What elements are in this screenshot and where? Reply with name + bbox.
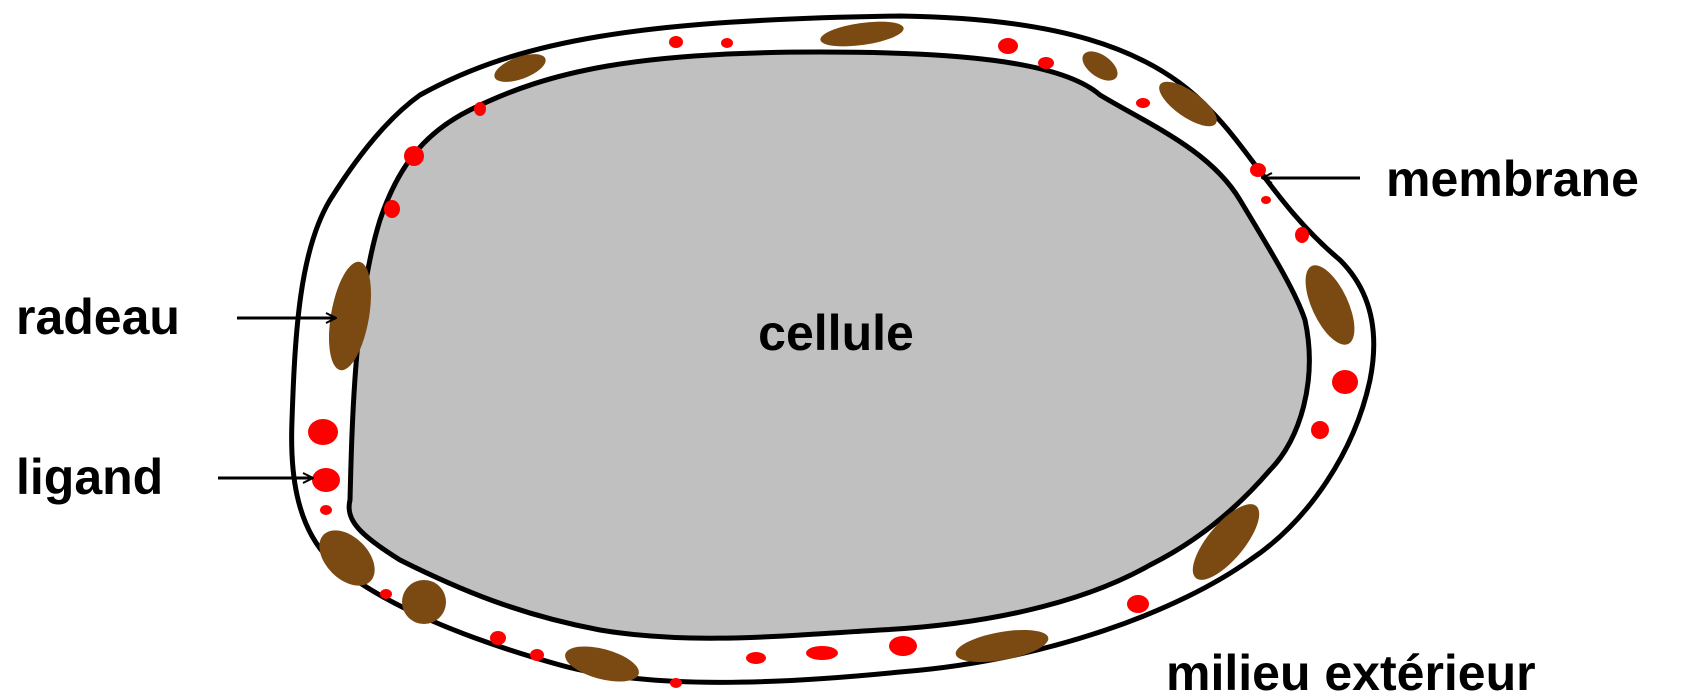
ligand-dot: [474, 102, 486, 116]
ligand-dot: [490, 631, 506, 645]
outside-medium-label: milieu extérieur: [1166, 645, 1536, 697]
ligand-dot: [1261, 196, 1271, 204]
ligand-dot: [1038, 57, 1054, 69]
ligand-dot: [1295, 227, 1309, 243]
ligand-dot: [1127, 595, 1149, 613]
ligand-dot: [380, 589, 392, 599]
ligand-dot: [721, 38, 733, 48]
membrane-label: membrane: [1386, 151, 1639, 207]
ligand-dot: [384, 200, 400, 218]
ligand-dot: [1311, 421, 1329, 439]
ligand-dot: [889, 636, 917, 656]
ligand-dot: [404, 146, 424, 166]
ligand-dot: [312, 468, 340, 492]
ligand-dot: [308, 419, 338, 445]
ligand-dot: [669, 36, 683, 48]
ligand-dot: [746, 652, 766, 664]
ligand-label: ligand: [16, 449, 163, 505]
raft: [402, 580, 446, 624]
ligand-dot: [320, 505, 332, 515]
ligand-dot: [670, 678, 682, 688]
ligand-dot: [806, 646, 838, 660]
ligand-dot: [1332, 370, 1358, 394]
ligand-dot: [1136, 98, 1150, 108]
ligand-dot: [1250, 163, 1266, 177]
raft-label: radeau: [16, 289, 180, 345]
ligand-dot: [998, 38, 1018, 54]
ligand-dot: [530, 649, 544, 661]
cell-label: cellule: [758, 305, 914, 361]
